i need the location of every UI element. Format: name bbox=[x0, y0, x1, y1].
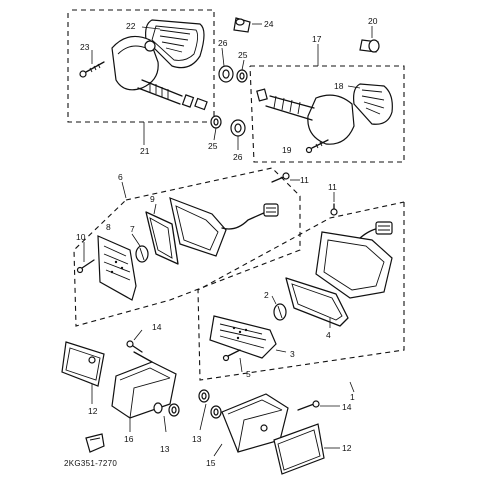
housing-6 bbox=[169, 197, 279, 257]
bracket-16 bbox=[111, 351, 177, 419]
grommets-24-25-26 bbox=[210, 17, 262, 150]
lens-3 bbox=[209, 315, 277, 359]
housing-1 bbox=[315, 221, 393, 299]
label-7: 7 bbox=[130, 224, 135, 234]
screw-11-right bbox=[330, 203, 338, 216]
screw-10 bbox=[76, 259, 95, 274]
bulb-20 bbox=[359, 39, 380, 53]
label-11-right: 11 bbox=[328, 182, 337, 192]
bolt-14-left bbox=[126, 340, 143, 353]
label-2: 2 bbox=[264, 290, 269, 300]
label-11-top: 11 bbox=[300, 175, 309, 185]
label-18: 18 bbox=[334, 81, 344, 91]
gasket-4 bbox=[285, 277, 349, 327]
label-19: 19 bbox=[282, 145, 292, 155]
bulb-24 bbox=[233, 17, 251, 33]
label-15: 15 bbox=[206, 458, 216, 468]
reflector-assembly-right bbox=[198, 389, 340, 475]
nuts-13-left bbox=[153, 402, 180, 417]
screw-11-top bbox=[271, 172, 290, 183]
reflector-12-left bbox=[61, 341, 105, 387]
label-21: 21 bbox=[140, 146, 150, 156]
label-8: 8 bbox=[106, 222, 111, 232]
label-23: 23 bbox=[80, 42, 90, 52]
group-17-outline bbox=[249, 65, 405, 163]
lens-22 bbox=[145, 19, 205, 69]
label-4: 4 bbox=[326, 330, 331, 340]
label-6: 6 bbox=[118, 172, 123, 182]
label-25-bottom: 25 bbox=[208, 141, 218, 151]
lens-18 bbox=[353, 83, 393, 125]
clip-part bbox=[85, 433, 105, 453]
grommet-26-top bbox=[218, 65, 234, 83]
label-26-bottom: 26 bbox=[233, 152, 243, 162]
callout-labels: 22 23 21 24 20 26 25 17 18 25 26 19 6 11… bbox=[64, 16, 378, 468]
reflector-12-right bbox=[273, 423, 325, 475]
label-1: 1 bbox=[350, 392, 355, 402]
bulb-7 bbox=[135, 245, 149, 263]
nuts-13-right bbox=[198, 389, 222, 419]
bulb-2 bbox=[273, 303, 287, 321]
gasket-9 bbox=[145, 211, 179, 265]
label-12-left: 12 bbox=[88, 406, 98, 416]
group-21-turn-signal-assembly bbox=[67, 9, 215, 145]
label-22: 22 bbox=[126, 21, 136, 31]
label-17: 17 bbox=[312, 34, 322, 44]
bulb-socket bbox=[144, 40, 156, 52]
group-17-turn-signal-assembly bbox=[249, 26, 405, 163]
label-14-left: 14 bbox=[152, 322, 162, 332]
reflector-assembly-left bbox=[61, 329, 180, 453]
grommet-25-top bbox=[236, 69, 248, 83]
bolt-14-right bbox=[297, 400, 320, 411]
label-12-right: 12 bbox=[342, 443, 352, 453]
bracket-15 bbox=[221, 393, 289, 453]
label-16: 16 bbox=[124, 434, 134, 444]
screw-23 bbox=[79, 61, 105, 78]
label-24: 24 bbox=[264, 19, 274, 29]
label-13-right: 13 bbox=[192, 434, 202, 444]
grommet-26-bottom bbox=[230, 119, 246, 137]
group-6-tail-light-assembly bbox=[73, 167, 301, 327]
label-13-left: 13 bbox=[160, 444, 170, 454]
label-26-top: 26 bbox=[218, 38, 228, 48]
screw-19 bbox=[305, 139, 329, 154]
label-10: 10 bbox=[76, 232, 86, 242]
screw-5 bbox=[222, 349, 241, 362]
label-25-top: 25 bbox=[238, 50, 248, 60]
label-9: 9 bbox=[150, 194, 155, 204]
group-1-tail-light-assembly bbox=[197, 192, 405, 393]
group-1-outline bbox=[197, 201, 405, 381]
housing-17 bbox=[256, 88, 355, 145]
grommet-25-bottom bbox=[210, 115, 222, 129]
label-14-right: 14 bbox=[342, 402, 352, 412]
label-3: 3 bbox=[290, 349, 295, 359]
label-20: 20 bbox=[368, 16, 378, 26]
lens-8 bbox=[97, 235, 137, 301]
part-code: 2KG351-7270 bbox=[64, 459, 117, 468]
group-6-outline bbox=[73, 167, 301, 327]
label-5: 5 bbox=[246, 369, 251, 379]
